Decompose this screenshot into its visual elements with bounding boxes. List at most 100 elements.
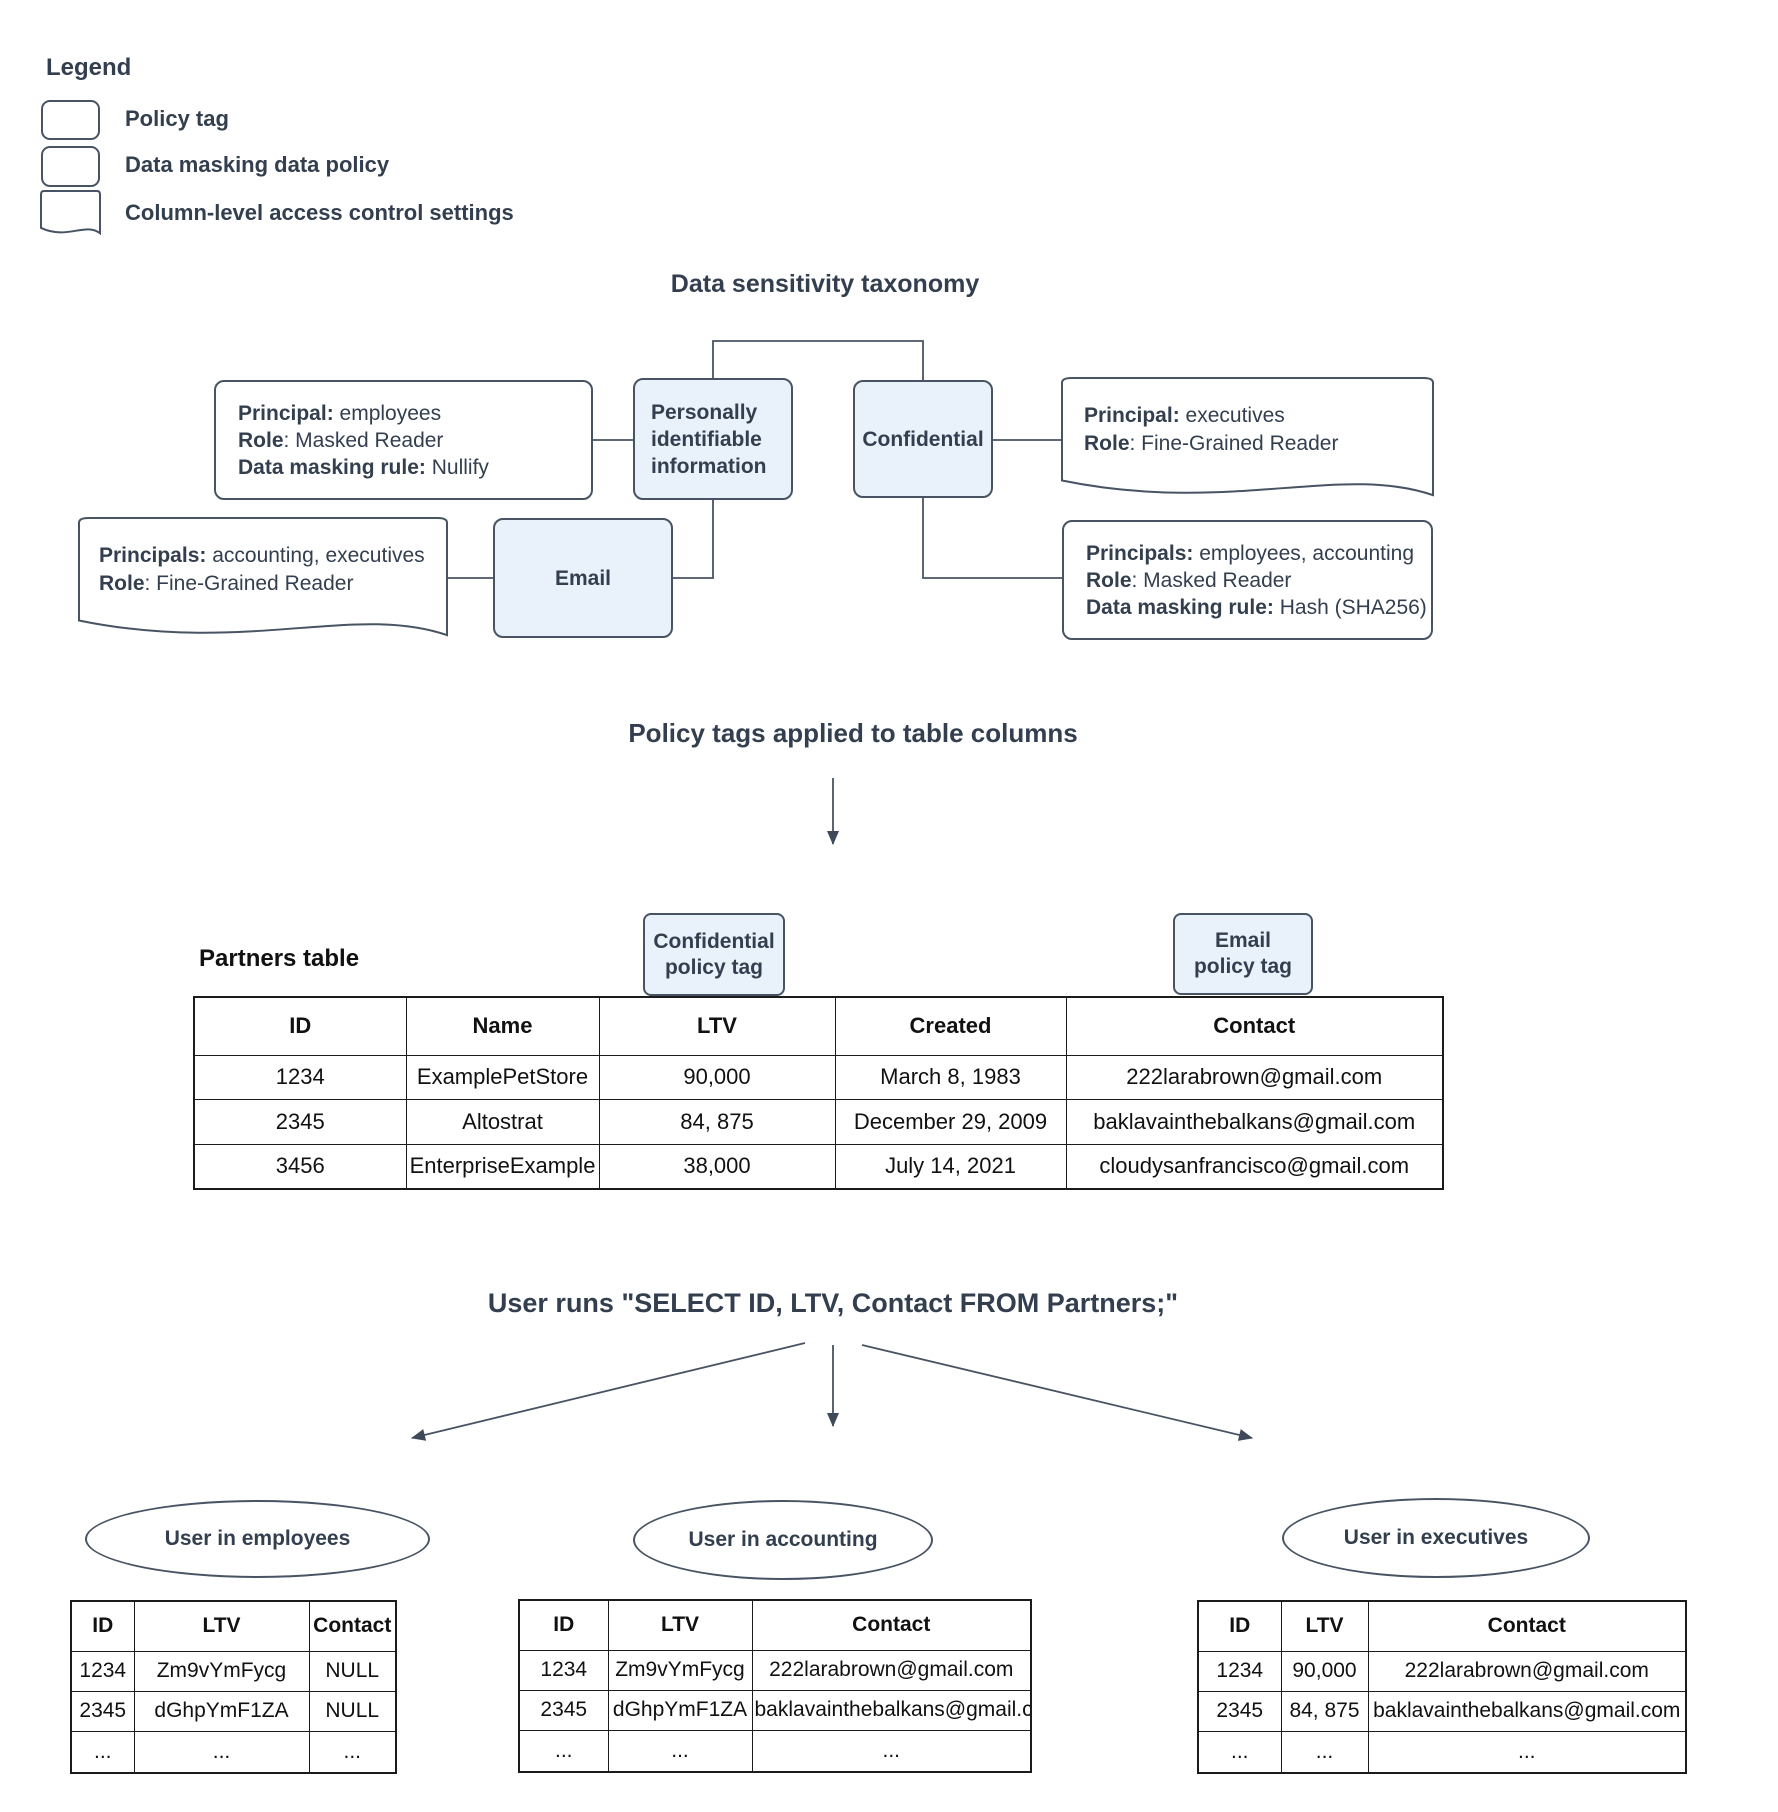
policy-line: Principal: employees [238,401,442,425]
policy-line: Principals: accounting, executives [99,544,425,567]
cell: 84, 875 [1280,1690,1369,1732]
table-row: 2345 84, 875 baklavainthebalkans@gmail.c… [1197,1690,1687,1732]
table-header-row: ID LTV Contact [1197,1600,1687,1652]
table-row: 1234 Zm9vYmFycg NULL [70,1650,397,1692]
email-policy-tag-label: Email [554,566,612,590]
executives-result-table: ID LTV Contact 1234 90,000 222larabrown@… [1197,1600,1687,1774]
cell: ... [308,1730,397,1774]
pii-policy-tag: Personally identifiable information [633,378,793,500]
col-header: ID [193,996,407,1056]
email-column-tag-label: Email policy tag [1193,929,1293,978]
col-header: Contact [1367,1600,1687,1652]
cell: baklavainthebalkans@gmail.com [1065,1098,1444,1145]
legend-item-column-access: Column-level access control settings [125,200,514,225]
cell: March 8, 1983 [834,1054,1067,1100]
col-header: LTV [1280,1600,1369,1652]
legend-item-data-masking: Data masking data policy [125,152,390,177]
cell: July 14, 2021 [834,1143,1067,1190]
email-policy-tag: Email [493,518,673,638]
cell: baklavainthebalkans@gmail.com [1367,1690,1687,1732]
cell: Zm9vYmFycg [133,1650,310,1692]
cell: 1234 [518,1649,609,1691]
email-column-tag: Email policy tag [1173,913,1313,995]
cell: 1234 [1197,1650,1282,1692]
document-shape [79,518,447,640]
cell: ... [607,1729,753,1773]
cell: 1234 [193,1054,407,1100]
cell: Zm9vYmFycg [607,1649,753,1691]
table-header-row: ID LTV Contact [518,1599,1032,1651]
cell: 222larabrown@gmail.com [1065,1054,1444,1100]
cell: 2345 [1197,1690,1282,1732]
col-header: ID [518,1599,609,1651]
cell: NULL [308,1690,397,1732]
cell: 2345 [70,1690,135,1732]
cell: ExamplePetStore [405,1054,600,1100]
cell: 84, 875 [598,1098,836,1145]
user-executives-oval: User in executives [1282,1498,1590,1578]
policy-line: Role: Fine-Grained Reader [99,572,354,595]
policy-line: Data masking rule: Hash (SHA256) [1086,595,1427,619]
executives-access-text: Principal: executives Role: Fine-Grained… [1062,378,1433,458]
cell: EnterpriseExample [405,1143,600,1190]
confidential-policy-tag: Confidential [853,380,993,498]
col-header: Created [834,996,1067,1056]
policy-line: Role: Masked Reader [238,428,444,452]
legend-item-policy-tag: Policy tag [125,106,229,131]
table-header-row: ID LTV Contact [70,1600,397,1652]
cell: ... [751,1729,1032,1773]
executives-access-doc: Principal: executives Role: Fine-Grained… [1062,378,1433,500]
cell: 222larabrown@gmail.com [1367,1650,1687,1692]
col-header: Name [405,996,600,1056]
user-employees-oval: User in employees [85,1500,430,1578]
cell: 38,000 [598,1143,836,1190]
cell: 1234 [70,1650,135,1692]
confidential-policy-tag-label: Confidential [862,427,984,451]
cell: cloudysanfrancisco@gmail.com [1065,1143,1444,1190]
col-header: LTV [133,1600,310,1652]
partners-table: ID Name LTV Created Contact 1234 Example… [193,996,1444,1190]
cell: 3456 [193,1143,407,1190]
cell: Altostrat [405,1098,600,1145]
cell: 2345 [193,1098,407,1145]
policy-line: Role: Masked Reader [1086,568,1292,592]
col-header: LTV [607,1599,753,1651]
table-row: 1234 ExamplePetStore 90,000 March 8, 198… [193,1054,1444,1100]
user-employees-label: User in employees [164,1527,351,1550]
accounting-executives-access-text: Principals: accounting, executives Role:… [79,518,447,598]
query-title: User runs "SELECT ID, LTV, Contact FROM … [487,1288,1179,1318]
policy-line: Data masking rule: Nullify [238,455,489,479]
user-executives-label: User in executives [1343,1526,1529,1549]
legend-title: Legend [46,54,132,81]
cell: 90,000 [1280,1650,1369,1692]
col-header: ID [1197,1600,1282,1652]
table-row: 2345 Altostrat 84, 875 December 29, 2009… [193,1098,1444,1145]
cell: ... [1197,1730,1282,1774]
col-header: Contact [308,1600,397,1652]
user-accounting-label: User in accounting [688,1528,878,1551]
cell: NULL [308,1650,397,1692]
document-shape [1062,378,1433,500]
cell: December 29, 2009 [834,1098,1067,1145]
cell: ... [1280,1730,1369,1774]
hash-policy-box: Principals: employees, accounting Role: … [1062,520,1433,640]
legend-data-masking-swatch [41,146,100,187]
col-header: LTV [598,996,836,1056]
document-shape-icon [41,191,100,235]
table-row: 1234 Zm9vYmFycg 222larabrown@gmail.com [518,1649,1032,1691]
nullify-policy-box: Principal: employees Role: Masked Reader… [214,380,593,500]
taxonomy-title: Data sensitivity taxonomy [670,270,980,298]
cell: ... [133,1730,310,1774]
table-row: 2345 dGhpYmF1ZA baklavainthebalkans@gmai… [518,1689,1032,1731]
policy-line: Principals: employees, accounting [1086,541,1415,565]
table-row: ... ... ... [70,1730,397,1774]
table-row: ... ... ... [518,1729,1032,1773]
partners-table-label: Partners table [199,945,360,972]
col-header: Contact [751,1599,1032,1651]
cell: 222larabrown@gmail.com [751,1649,1032,1691]
legend-column-access-swatch [41,191,100,235]
col-header: ID [70,1600,135,1652]
accounting-result-table: ID LTV Contact 1234 Zm9vYmFycg 222larabr… [518,1599,1032,1773]
confidential-column-tag-label: Confidential policy tag [653,929,775,979]
cell: ... [1367,1730,1687,1774]
